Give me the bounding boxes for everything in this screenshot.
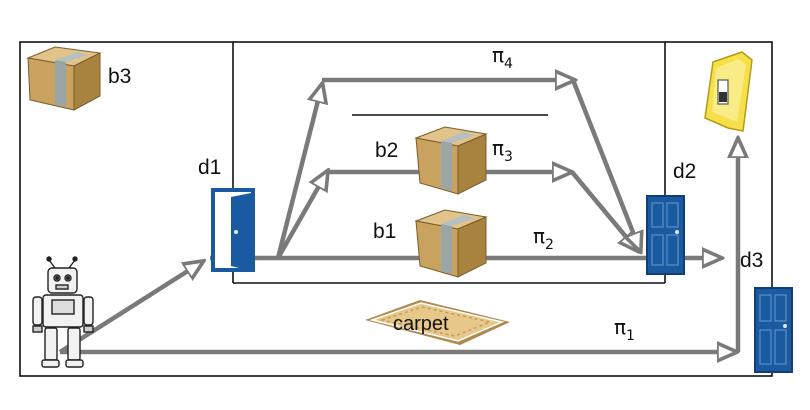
outer-wall xyxy=(19,41,773,377)
door-d1 xyxy=(211,188,255,272)
door-d2-label: d2 xyxy=(673,160,696,183)
carpet: carpet xyxy=(365,300,510,345)
door-d3-label: d3 xyxy=(740,249,763,272)
light-switch-icon xyxy=(704,51,753,132)
path-pi4-up xyxy=(275,85,322,259)
box-b3 xyxy=(26,46,102,111)
paths xyxy=(58,79,738,354)
robot-icon xyxy=(32,256,94,368)
path-pi3-label: π3 xyxy=(492,136,513,165)
door-d3 xyxy=(754,287,793,373)
path-robot-to-d1 xyxy=(58,262,202,354)
room-walls xyxy=(19,41,773,377)
path-pi3-down xyxy=(570,170,637,250)
box-b3-label: b3 xyxy=(108,65,131,88)
box-b2-label: b2 xyxy=(375,139,398,162)
door-d1-label: d1 xyxy=(198,156,221,179)
path-pi4-label: π4 xyxy=(492,43,513,72)
box-b1-label: b1 xyxy=(373,220,396,243)
box-b2 xyxy=(414,126,488,195)
door-d2 xyxy=(646,195,685,275)
path-pi2-label: π2 xyxy=(533,224,554,253)
path-pi4-down xyxy=(570,79,640,250)
path-pi1-label: π1 xyxy=(614,315,635,344)
path-pi3-up xyxy=(276,172,327,260)
box-b1 xyxy=(414,209,488,278)
carpet-label: carpet xyxy=(393,313,449,335)
